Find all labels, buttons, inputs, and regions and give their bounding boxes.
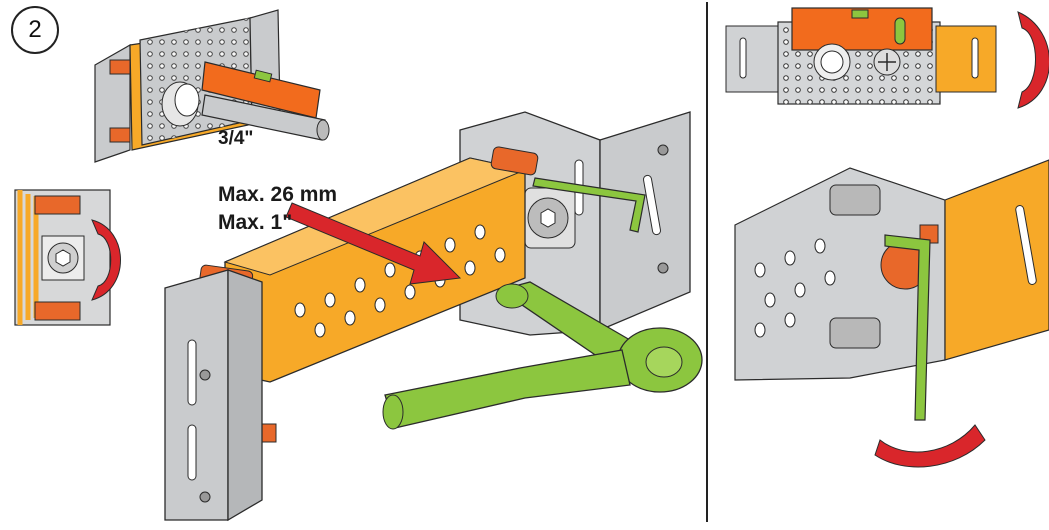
max-depth-mm-label: Max. 26 mm bbox=[218, 183, 338, 206]
hex-key-icon bbox=[532, 177, 646, 233]
pipe-size-label: 3/4" bbox=[218, 128, 254, 149]
max-depth-inch-label: Max. 1" bbox=[218, 211, 293, 234]
rotate-arrow-icon bbox=[91, 219, 121, 301]
rotate-arrow-icon bbox=[1017, 11, 1049, 109]
thumbnail-assembly-with-level bbox=[94, 9, 330, 163]
main-assembly bbox=[164, 111, 703, 522]
step-number: 2 bbox=[28, 16, 42, 43]
hex-key-icon bbox=[884, 234, 931, 421]
detail-hex-key bbox=[734, 159, 1049, 468]
step-number-badge: 2 bbox=[11, 6, 59, 54]
ratchet-wrench-icon bbox=[382, 281, 703, 430]
detail-level-top bbox=[725, 7, 1049, 109]
thumbnail-side-view bbox=[14, 189, 121, 326]
rotate-arrow-icon bbox=[874, 424, 986, 468]
direction-arrow-icon bbox=[285, 202, 462, 285]
